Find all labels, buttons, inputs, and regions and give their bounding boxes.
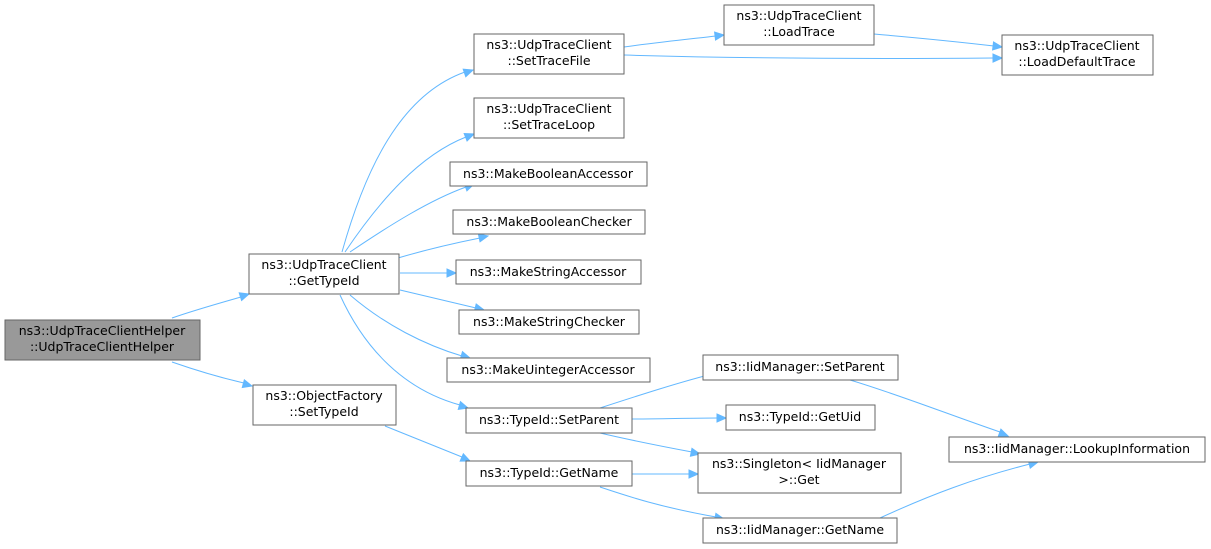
svg-text:::UdpTraceClientHelper: ::UdpTraceClientHelper (30, 339, 175, 354)
edge-gettypeid-to-mkstrchk (399, 289, 486, 313)
node-udptraceclient-settracefile[interactable]: ns3::UdpTraceClient ::SetTraceFile (473, 33, 625, 75)
edge-of-settypeid-to-tid-getname (384, 425, 472, 462)
edge-tid-setparent-to-getuid (631, 413, 728, 423)
svg-text:ns3::MakeBooleanChecker: ns3::MakeBooleanChecker (466, 214, 632, 229)
call-graph-edges (171, 31, 1040, 522)
svg-text:ns3::IidManager::SetParent: ns3::IidManager::SetParent (715, 359, 885, 374)
edge-gettypeid-to-tid-setparent-arrowhead (457, 400, 470, 410)
edge-tid-getname-to-singleton (632, 469, 700, 479)
svg-text:ns3::UdpTraceClientHelper: ns3::UdpTraceClientHelper (19, 323, 186, 338)
svg-text:::SetTraceLoop: ::SetTraceLoop (503, 117, 595, 132)
svg-text:ns3::IidManager::GetName: ns3::IidManager::GetName (716, 522, 884, 537)
svg-text:::SetTypeId: ::SetTypeId (289, 404, 358, 419)
svg-text:ns3::ObjectFactory: ns3::ObjectFactory (265, 388, 383, 403)
node-singleton-iidmanager-get[interactable]: ns3::Singleton< IidManager >::Get (697, 452, 902, 494)
edge-gettypeid-to-mkstracc-arrowhead (446, 268, 458, 278)
node-iidmanager-getname[interactable]: ns3::IidManager::GetName (702, 517, 898, 544)
svg-text:ns3::MakeBooleanAccessor: ns3::MakeBooleanAccessor (463, 166, 634, 181)
edge-helper-to-gettypeid (171, 292, 251, 319)
svg-text:::SetTraceFile: ::SetTraceFile (507, 53, 590, 68)
node-typeid-setparent[interactable]: ns3::TypeId::SetParent (465, 407, 633, 434)
edge-loadtrace-to-loaddefault (873, 33, 1004, 51)
edge-settracefile-to-loaddefault-arrowhead (992, 53, 1004, 63)
node-makestringchecker[interactable]: ns3::MakeStringChecker (458, 309, 640, 335)
edge-helper-to-of-settypeid (171, 361, 254, 389)
node-udptraceclient-loadtrace[interactable]: ns3::UdpTraceClient ::LoadTrace (723, 4, 875, 46)
svg-text:ns3::UdpTraceClient: ns3::UdpTraceClient (261, 257, 386, 272)
edge-iid-setparent-to-lookup (849, 379, 1010, 438)
edge-iid-getname-to-lookup (879, 459, 1040, 519)
svg-text:ns3::TypeId::SetParent: ns3::TypeId::SetParent (479, 412, 619, 427)
svg-text:::LoadTrace: ::LoadTrace (763, 24, 835, 39)
svg-text:ns3::MakeStringAccessor: ns3::MakeStringAccessor (470, 264, 627, 279)
edge-gettypeid-to-settraceloop-arrowhead (463, 132, 476, 142)
node-typeid-getname[interactable]: ns3::TypeId::GetName (465, 460, 633, 487)
svg-text:ns3::MakeStringChecker: ns3::MakeStringChecker (473, 314, 626, 329)
edge-loadtrace-to-loaddefault-arrowhead (992, 41, 1004, 51)
svg-text:ns3::UdpTraceClient: ns3::UdpTraceClient (486, 37, 611, 52)
edge-settracefile-to-loadtrace (623, 31, 726, 48)
edge-helper-to-of-settypeid-arrowhead (241, 378, 254, 389)
svg-text:ns3::UdpTraceClient: ns3::UdpTraceClient (486, 101, 611, 116)
edge-iid-setparent-to-lookup-arrowhead (997, 428, 1010, 438)
node-udptraceclienthelper: ns3::UdpTraceClientHelper ::UdpTraceClie… (4, 319, 201, 361)
svg-text:ns3::TypeId::GetUid: ns3::TypeId::GetUid (739, 409, 861, 424)
edge-gettypeid-to-mkboolchk (397, 233, 490, 259)
svg-text:ns3::UdpTraceClient: ns3::UdpTraceClient (736, 8, 861, 23)
edge-gettypeid-to-settracefile (341, 68, 475, 253)
node-udptraceclient-loaddefaulttrace[interactable]: ns3::UdpTraceClient ::LoadDefaultTrace (1001, 34, 1154, 76)
svg-text:ns3::UdpTraceClient: ns3::UdpTraceClient (1014, 38, 1139, 53)
edge-gettypeid-to-settracefile-arrowhead (462, 68, 475, 78)
node-makebooleanaccessor[interactable]: ns3::MakeBooleanAccessor (449, 161, 648, 187)
edge-settracefile-to-loaddefault (623, 53, 1004, 63)
node-iidmanager-lookupinformation[interactable]: ns3::IidManager::LookupInformation (948, 436, 1206, 463)
svg-text:>::Get: >::Get (778, 472, 819, 487)
svg-text:ns3::TypeId::GetName: ns3::TypeId::GetName (480, 465, 619, 480)
edge-gettypeid-to-tid-setparent (339, 294, 470, 410)
node-udptraceclient-gettypeid[interactable]: ns3::UdpTraceClient ::GetTypeId (248, 253, 400, 295)
edge-gettypeid-to-mkuintacc (349, 294, 472, 360)
edge-tid-setparent-to-singleton (599, 432, 702, 457)
node-typeid-getuid[interactable]: ns3::TypeId::GetUid (725, 404, 876, 431)
svg-text:ns3::MakeUintegerAccessor: ns3::MakeUintegerAccessor (461, 362, 635, 377)
svg-text:::LoadDefaultTrace: ::LoadDefaultTrace (1018, 54, 1136, 69)
call-graph-nodes: ns3::UdpTraceClientHelper ::UdpTraceClie… (4, 4, 1206, 544)
node-makebooleanchecker[interactable]: ns3::MakeBooleanChecker (452, 209, 646, 235)
edge-helper-to-gettypeid-arrowhead (238, 292, 251, 302)
node-makeuintegeraccessor[interactable]: ns3::MakeUintegerAccessor (446, 357, 651, 383)
edge-tid-setparent-to-getuid-arrowhead (716, 413, 728, 423)
edge-gettypeid-to-settraceloop (344, 132, 476, 253)
node-udptraceclient-settraceloop[interactable]: ns3::UdpTraceClient ::SetTraceLoop (473, 97, 625, 139)
svg-text:::GetTypeId: ::GetTypeId (288, 273, 359, 288)
edge-of-settypeid-to-tid-getname-arrowhead (459, 452, 472, 462)
node-objectfactory-settypeid[interactable]: ns3::ObjectFactory ::SetTypeId (252, 384, 397, 426)
edge-gettypeid-to-mkboolchk-arrowhead (477, 233, 490, 243)
svg-text:ns3::Singleton< IidManager: ns3::Singleton< IidManager (712, 456, 887, 471)
node-iidmanager-setparent[interactable]: ns3::IidManager::SetParent (702, 354, 899, 381)
edge-settracefile-to-loadtrace-arrowhead (714, 31, 726, 41)
edge-tid-getname-to-singleton-arrowhead (688, 469, 700, 479)
edge-gettypeid-to-mkstracc (400, 268, 458, 278)
node-makestringaccessor[interactable]: ns3::MakeStringAccessor (455, 259, 642, 285)
svg-text:ns3::IidManager::LookupInforma: ns3::IidManager::LookupInformation (964, 441, 1190, 456)
